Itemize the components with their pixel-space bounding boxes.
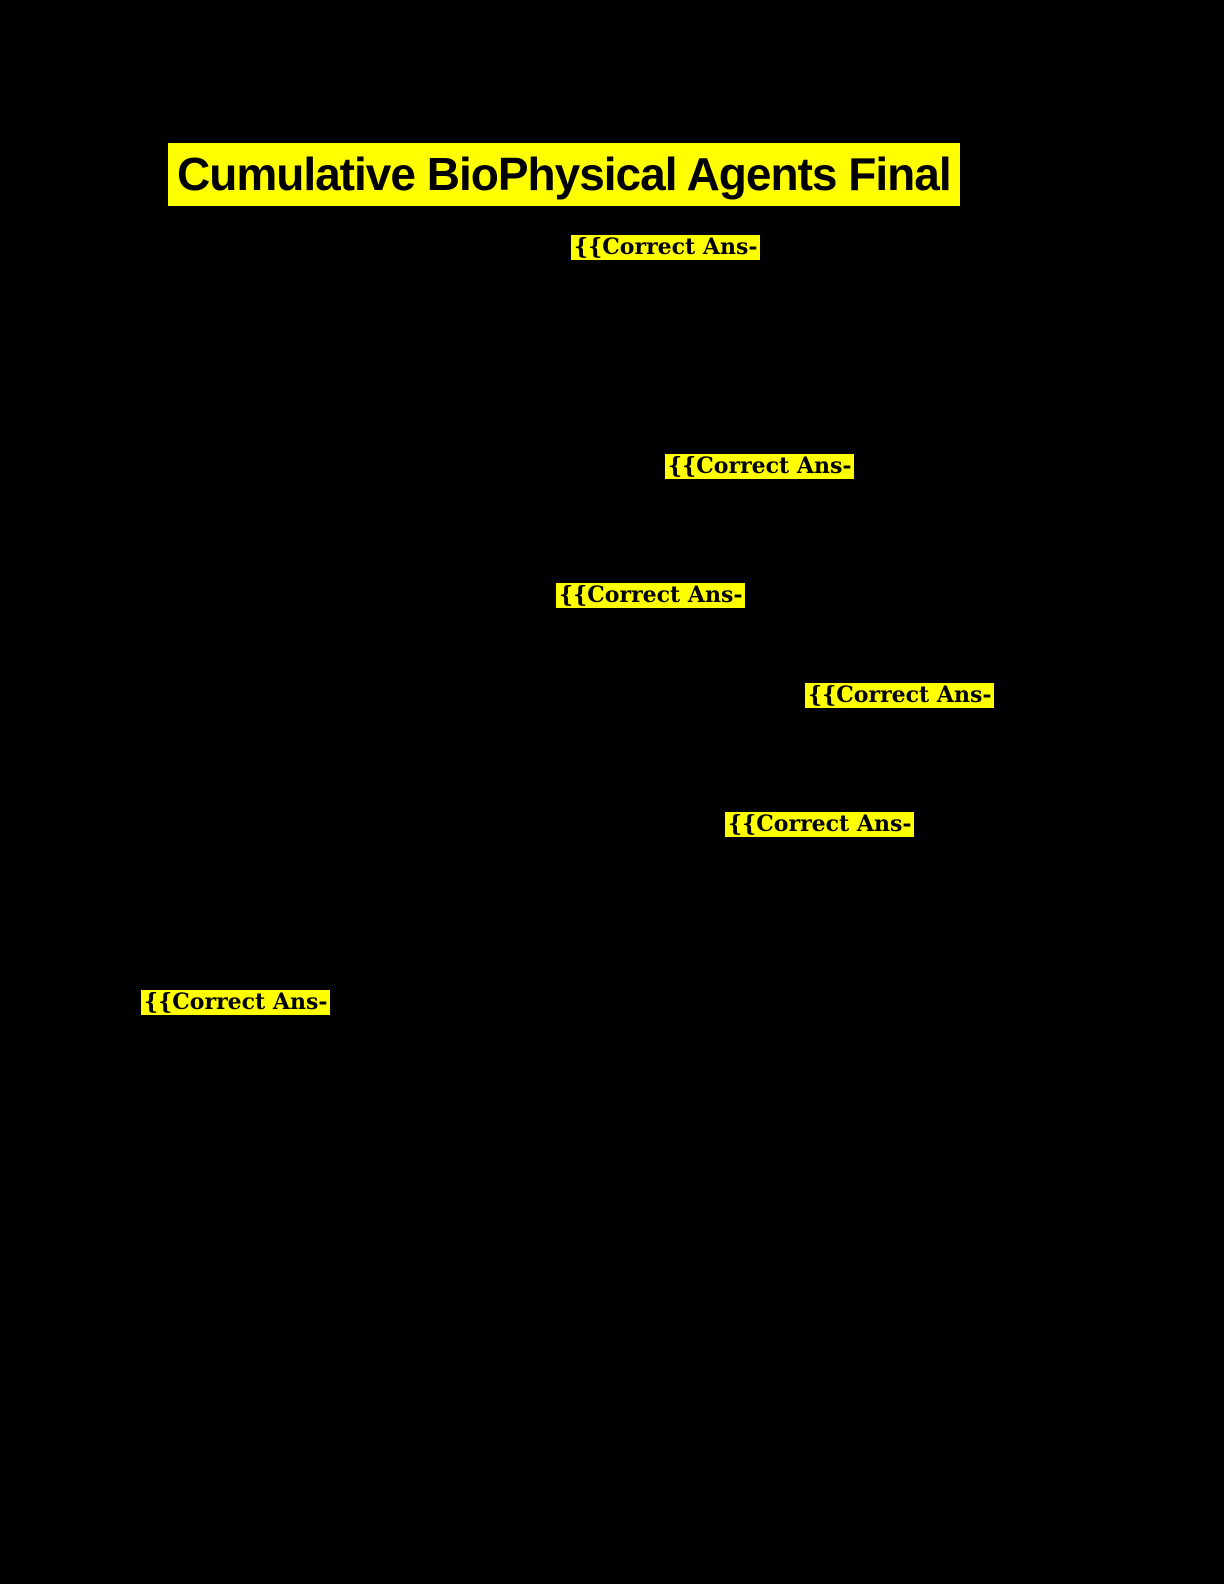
correct-ans-highlight: {{Correct Ans- [556,583,746,608]
correct-ans-highlight: {{Correct Ans- [141,990,331,1015]
correct-ans-highlight: {{Correct Ans- [725,812,915,837]
correct-ans-highlight: {{Correct Ans- [665,454,855,479]
document-title-highlight: Cumulative BioPhysical Agents Final [168,143,960,206]
correct-ans-highlight: {{Correct Ans- [805,683,995,708]
correct-ans-highlight: {{Correct Ans- [571,235,761,260]
